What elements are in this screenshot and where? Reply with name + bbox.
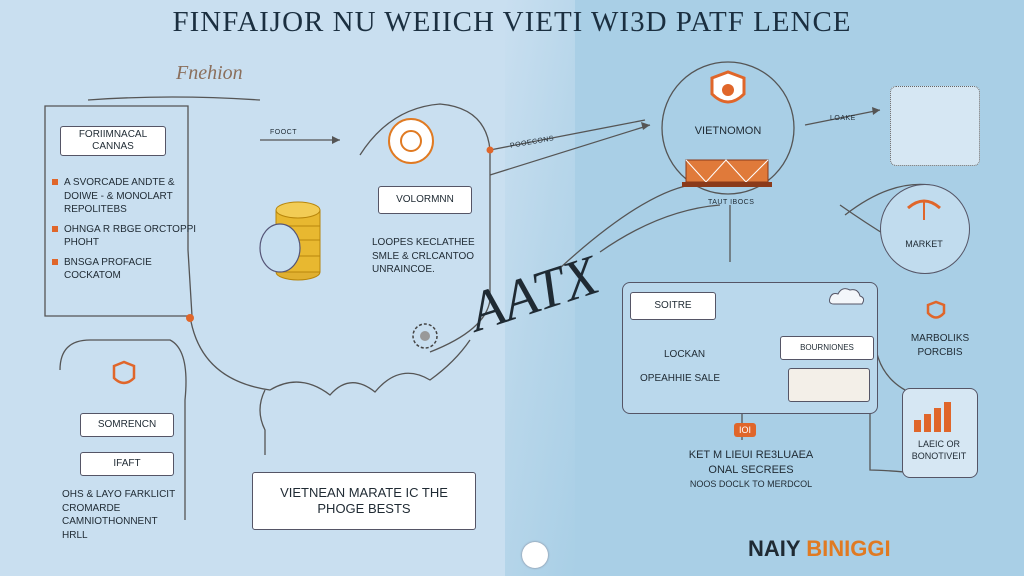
bullet-text: OHNGA R RBGE ORCTOPPI PHOHT [64, 223, 197, 249]
bullet-icon [52, 225, 58, 232]
scale-icon [907, 199, 941, 220]
bar-chart-icon [914, 402, 951, 432]
vietnam-market-box: VIETNEAN MARATE IC THE PHOGE BESTS [252, 472, 476, 530]
brand-part-2: BINIGGI [806, 536, 891, 561]
panel-line-2: OPEAHHIE SALE [640, 373, 721, 384]
chart-card-label: LAEIC OR BONOTIVEIT [911, 439, 967, 462]
chart-thumb [788, 368, 870, 402]
side-block-label: MARBOLIKS PORCBIS [910, 333, 970, 358]
gear-icon [412, 323, 438, 349]
arrow-label: FOOCT [270, 129, 297, 136]
financial-canvas-box: FORIIMNACAL CANNAS [60, 126, 166, 156]
bullet-text: A SVORCADE ANDTE & DOIWE - & MONOLART RE… [64, 177, 175, 215]
bullet-icon [52, 258, 58, 265]
brand: NAIY BINIGGI [748, 536, 891, 562]
left-bullet-list: A SVORCADE ANDTE & DOIWE - & MONOLART RE… [52, 176, 202, 283]
grid-icon-block [890, 86, 980, 166]
borders-box: BOURNIONES [780, 336, 874, 360]
shield-icon [926, 300, 946, 319]
ifaft-box: IFAFT [80, 452, 174, 476]
page-title: FINFAIJOR NU WEIICH VIETI WI3D PATF LENC… [172, 6, 852, 38]
shield-icon [710, 70, 746, 104]
bottom-line-3: NOOS DOCLK TO MERDCOL [689, 478, 813, 489]
mid-description: LOOPES KECLATHEE SMLE & CRLCANTOO UNRAIN… [372, 237, 475, 275]
bottom-line-2: ONAL SECREES [708, 463, 794, 476]
badge: IOI [734, 423, 756, 437]
solutions-box: SOITRE [630, 292, 716, 320]
sum-box: SOMRENCN [80, 413, 174, 437]
cloud-icon [829, 288, 865, 305]
vietnam-sub-label: TAUT IBOCS [708, 199, 755, 206]
chart-card [902, 388, 978, 478]
market-circle [880, 184, 970, 274]
bullet-item: OHNGA R RBGE ORCTOPPI PHOHT [52, 223, 202, 250]
bottom-text: KET M LIEUI RE3LUAEA ONAL SECREES NOOS D… [646, 448, 856, 490]
panel-line-1: LOCKAN [664, 349, 706, 360]
bullet-text: BNSGA PROFACIE COCKATOM [64, 256, 152, 282]
lower-description: OHS & LAYO FARKLICIT CROMARDE CAMNIOTHON… [62, 489, 175, 541]
market-label: MARKET [905, 239, 943, 249]
vietnam-node-label: VIETNOMON [694, 125, 762, 137]
bullet-item: A SVORCADE ANDTE & DOIWE - & MONOLART RE… [52, 176, 202, 217]
coins-icon [259, 201, 321, 281]
bottom-line-1: KET M LIEUI RE3LUAEA [688, 449, 814, 461]
brand-part-1: NAIY [748, 536, 801, 561]
link-label: LOAKE [830, 115, 856, 122]
script-heading: Fnehion [176, 62, 243, 84]
bridge-icon [682, 159, 772, 187]
diagonal-divider [505, 0, 575, 576]
volume-box: VOLORMNN [378, 186, 472, 214]
shield-icon [112, 360, 136, 385]
bullet-icon [52, 179, 58, 185]
slide-dot[interactable] [522, 542, 548, 568]
bullet-item: BNSGA PROFACIE COCKATOM [52, 256, 202, 283]
